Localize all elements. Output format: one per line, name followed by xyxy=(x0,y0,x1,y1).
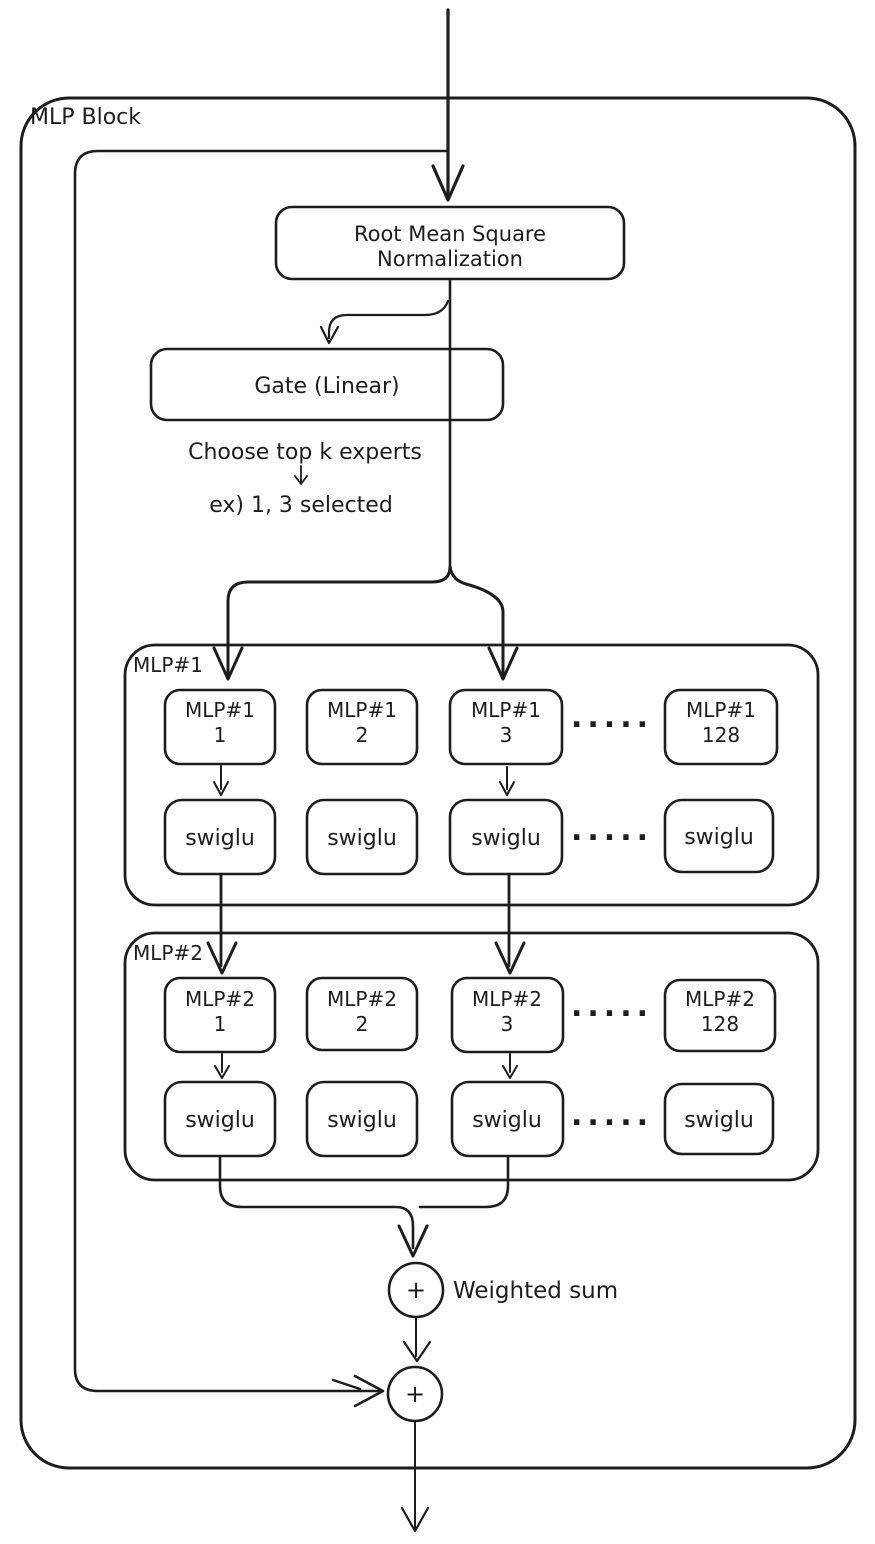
weighted-sum-plus-icon: + xyxy=(406,1276,426,1304)
mlp2-swiglu-2-box xyxy=(305,1080,419,1158)
input-arrowhead-icon xyxy=(431,164,465,202)
merge-line-right xyxy=(418,1154,510,1209)
mlp2-group-label: MLP#2 xyxy=(133,941,203,965)
mlp1-expert-2-name: MLP#1 xyxy=(327,698,397,722)
merge-arrowhead-icon xyxy=(397,1224,429,1258)
mlp2-swiglu-ellipsis: ..... xyxy=(571,1098,653,1133)
residual-path xyxy=(73,149,450,1393)
mlp1-expert-128-name: MLP#1 xyxy=(686,698,756,722)
split-branch-expert1 xyxy=(226,565,452,676)
note-example-selected: ex) 1, 3 selected xyxy=(209,493,393,518)
mlp1-swiglu-3-box xyxy=(448,798,564,876)
mlp1-swiglu-2-label: swiglu xyxy=(327,826,397,851)
gate-branch-line xyxy=(327,299,450,340)
mlp2-expert-ellipsis: ..... xyxy=(571,989,653,1024)
mlp2-expert-1-box xyxy=(163,976,277,1054)
split-branch-expert1-arrowhead-icon xyxy=(212,646,244,681)
sum-to-add-arrowhead-icon xyxy=(402,1340,432,1363)
mlp1-expert-3-name: MLP#1 xyxy=(471,698,541,722)
mlp1-expert-3-num: 3 xyxy=(500,723,513,747)
mlp1-group-box xyxy=(123,643,820,907)
mlp-block-box xyxy=(19,96,857,1470)
mlp2-expert-3-name: MLP#2 xyxy=(472,987,542,1011)
mlp1-swiglu-3-label: swiglu xyxy=(471,826,541,851)
merge-line-left xyxy=(218,1154,415,1250)
mlp2-expert-128-box xyxy=(663,978,777,1053)
weighted-sum-label: Weighted sum xyxy=(453,1278,618,1304)
mlp2-expert-2-box xyxy=(305,976,419,1052)
mlp1-swiglu-2-box xyxy=(305,798,419,876)
mlp2-expert-3-box xyxy=(450,976,565,1054)
mlp2-swiglu-128-label: swiglu xyxy=(684,1108,754,1133)
residual-add-plus-icon: + xyxy=(405,1380,425,1408)
mlp1-swiglu-128-label: swiglu xyxy=(684,825,754,850)
output-arrowhead-icon xyxy=(400,1506,430,1533)
residual-arrowhead-icon xyxy=(353,1374,385,1408)
gate-branch-arrowhead-icon xyxy=(319,325,340,345)
residual-arrowhead-extra-stroke xyxy=(331,1378,362,1391)
mlp2-swiglu-128-box xyxy=(663,1082,775,1156)
mlp1-expert-3-box xyxy=(448,688,564,766)
mlp2-expert-2-name: MLP#2 xyxy=(327,987,397,1011)
mlp-block-label: MLP Block xyxy=(30,105,141,130)
mlp1-to-mlp2-arrowhead-1-icon xyxy=(206,941,238,975)
mlp1-swiglu-ellipsis: ..... xyxy=(571,813,653,848)
mlp1-expert-1-name: MLP#1 xyxy=(185,698,255,722)
mlp2-swiglu-3-label: swiglu xyxy=(472,1108,542,1133)
note-down-arrowhead-icon xyxy=(294,475,308,485)
mlp1-swiglu-1-label: swiglu xyxy=(185,826,255,851)
mlp2-swiglu-1-label: swiglu xyxy=(185,1108,255,1133)
mlp1-expert-1-box xyxy=(163,688,277,766)
mlp2-expert-1-name: MLP#2 xyxy=(185,987,255,1011)
mlp2-group-box xyxy=(123,931,820,1182)
mlp2-expert-2-num: 2 xyxy=(356,1012,369,1036)
mlp1-group-label: MLP#1 xyxy=(133,653,203,677)
mlp2-swiglu-2-label: swiglu xyxy=(327,1108,397,1133)
gate-box xyxy=(149,347,505,422)
mlp1-swiglu-128-box xyxy=(663,798,775,874)
mlp1-expert-ellipsis: ..... xyxy=(571,700,653,735)
mlp2-expert-128-name: MLP#2 xyxy=(685,987,755,1011)
mlp1-expert1-to-swiglu-arrowhead-icon xyxy=(213,781,229,796)
note-choose-topk: Choose top k experts xyxy=(188,440,422,465)
mlp1-expert-128-box xyxy=(663,688,779,766)
mlp1-expert-2-box xyxy=(305,688,419,766)
mlp1-expert3-to-swiglu-arrowhead-icon xyxy=(499,781,515,796)
mlp2-expert3-to-swiglu-arrowhead-icon xyxy=(502,1065,518,1079)
gate-label: Gate (Linear) xyxy=(254,374,399,399)
split-branch-expert3 xyxy=(448,565,505,676)
mlp1-expert-128-num: 128 xyxy=(702,723,740,747)
mlp2-expert1-to-swiglu-arrowhead-icon xyxy=(214,1065,230,1079)
rms-norm-label-line2: Normalization xyxy=(377,247,523,271)
mlp1-expert-1-num: 1 xyxy=(214,723,227,747)
mlp2-expert-1-num: 1 xyxy=(214,1012,227,1036)
mlp1-expert-2-num: 2 xyxy=(356,723,369,747)
mlp2-expert-3-num: 3 xyxy=(501,1012,514,1036)
split-branch-expert3-arrowhead-icon xyxy=(487,646,519,681)
rms-norm-label-line1: Root Mean Square xyxy=(354,222,546,246)
mlp2-expert-128-num: 128 xyxy=(701,1012,739,1036)
mlp1-to-mlp2-arrowhead-3-icon xyxy=(494,941,526,975)
